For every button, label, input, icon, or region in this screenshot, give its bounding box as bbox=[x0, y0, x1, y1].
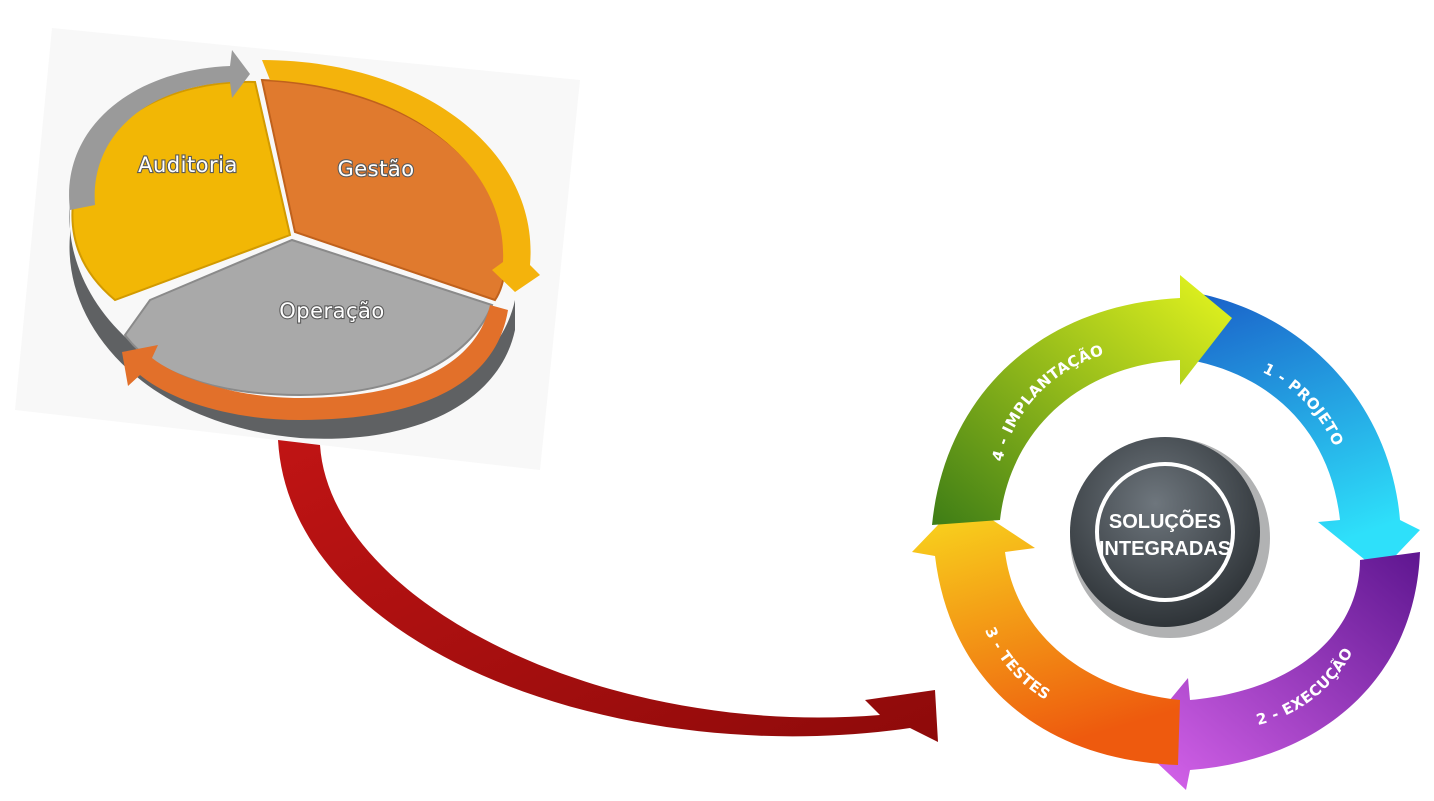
pie-arrow-yellow bbox=[262, 60, 540, 292]
pie-arrow-gray bbox=[69, 50, 250, 210]
pie-label-gestao: Gestão bbox=[337, 157, 414, 181]
process-cycle-diagram: 1 - PROJETO 2 - EXECUÇÃO 3 - TESTES 4 - … bbox=[912, 275, 1420, 790]
pie-arrow-orange bbox=[122, 305, 508, 420]
pie-label-auditoria: Auditoria bbox=[138, 153, 238, 177]
center-hub-ring bbox=[1095, 462, 1235, 602]
pie-cycle-diagram: Auditoria Gestão Operação bbox=[15, 28, 580, 470]
pie-label-operacao: Operação bbox=[279, 299, 385, 323]
cycle-arrow-execucao bbox=[1135, 552, 1420, 790]
connector-arrow-shaft bbox=[278, 440, 938, 742]
cycle-arrow-implantacao bbox=[932, 275, 1232, 525]
cycle-arrow-testes bbox=[912, 500, 1180, 765]
cycle-arrow-projeto bbox=[1190, 292, 1420, 572]
center-label-line2: INTEGRADAS bbox=[1099, 538, 1231, 560]
connector-arrow bbox=[278, 440, 938, 742]
center-label-line1: SOLUÇÕES bbox=[1109, 509, 1221, 533]
